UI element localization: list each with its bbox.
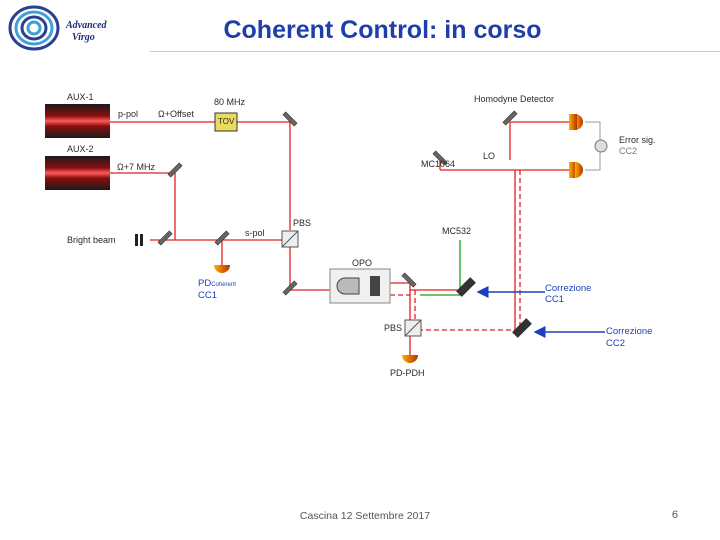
virgo-logo-icon — [8, 5, 60, 51]
advanced-virgo-logo: Advanced Virgo — [8, 4, 133, 52]
page-number: 6 — [671, 509, 678, 521]
actuated-mirror-cc1 — [456, 277, 476, 297]
logo-text-advanced: Advanced — [66, 20, 107, 31]
label-pbs-bottom: PBS — [384, 323, 403, 333]
label-correzione-cc2-id: CC2 — [606, 338, 626, 349]
label-error-signal: Error sig. — [619, 135, 656, 145]
label-pd-coherent-main: PD — [198, 278, 212, 289]
label-pbs-top: PBS — [293, 218, 312, 228]
mirrors — [157, 110, 518, 296]
homodyne-detector-2-icon — [569, 162, 583, 178]
page-title: Coherent Control: in corso — [223, 16, 542, 44]
label-opo: OPO — [352, 258, 373, 268]
beam-dump-icon — [135, 234, 143, 246]
label-omega-offset: Ω+Offset — [158, 109, 194, 119]
label-pd-coherent: PDCoherent — [198, 279, 236, 290]
pbs-top-cube — [281, 230, 299, 248]
pd-coherent-detector-icon — [214, 265, 230, 273]
pd-pdh-detector-icon — [402, 355, 418, 363]
dashed-beam-paths — [390, 170, 521, 331]
pbs-bottom-cube — [404, 319, 422, 337]
label-cc1-left: CC1 — [198, 290, 218, 301]
logo-text-virgo: Virgo — [72, 32, 95, 43]
actuated-mirror-cc2 — [512, 318, 532, 338]
beam-paths — [110, 121, 575, 355]
label-correzione-cc1: Correzione — [545, 283, 592, 294]
label-cc2-right: CC2 — [619, 146, 638, 156]
label-pd-coherent-sub: Coherent — [211, 282, 236, 288]
footer-text: Cascina 12 Settembre 2017 — [299, 510, 431, 522]
tov-device — [214, 112, 238, 132]
label-lo: LO — [483, 151, 496, 161]
error-signal-node-icon — [594, 139, 608, 153]
green-beam — [420, 240, 461, 296]
label-correzione-cc1-id: CC1 — [545, 294, 565, 305]
label-mc532: MC532 — [442, 226, 472, 236]
label-80mhz: 80 MHz — [214, 97, 246, 107]
label-homodyne-detector: Homodyne Detector — [474, 94, 555, 104]
opo-cavity — [329, 268, 391, 304]
label-omega-7mhz: Ω+7 MHz — [117, 162, 155, 172]
label-spol: s-pol — [245, 228, 265, 238]
label-mc1064: MC1064 — [421, 159, 456, 169]
label-bright-beam: Bright beam — [67, 235, 116, 245]
label-tov: TOV — [218, 117, 235, 126]
homodyne-detector-1-icon — [569, 114, 583, 130]
aux1-laser — [45, 104, 110, 138]
label-ppol: p-pol — [118, 109, 139, 119]
label-pd-pdh: PD-PDH — [390, 368, 425, 378]
label-correzione-cc2: Correzione — [606, 326, 653, 337]
label-aux2: AUX-2 — [67, 144, 94, 154]
label-aux1: AUX-1 — [67, 92, 94, 102]
title-divider — [150, 51, 720, 52]
aux2-laser — [45, 156, 110, 190]
